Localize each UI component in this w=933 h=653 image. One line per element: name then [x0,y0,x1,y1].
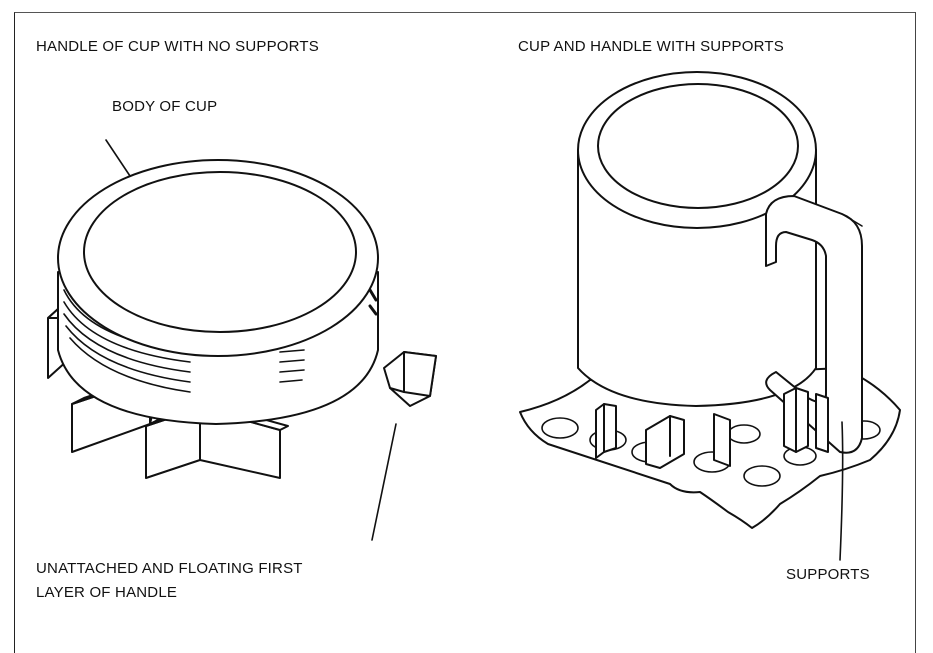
supports-leader [839,421,844,561]
floating-handle-layer [383,351,437,407]
left-cup-drawing [47,139,437,541]
left-panel-title: HANDLE OF CUP WITH NO SUPPORTS [36,38,319,55]
handle-side-edge [841,213,863,227]
support-fins [595,387,829,469]
body-of-cup-leader [105,139,131,177]
left-cup-layer-stripes [63,288,378,393]
figure-frame [14,12,916,653]
floating-layer-leader [371,423,397,541]
right-cup-outer-rim [577,71,817,229]
body-of-cup-label: BODY OF CUP [112,98,218,115]
floating-layer-label-line2: LAYER OF HANDLE [36,584,178,601]
right-cup-drawing [519,71,901,561]
floating-layer-label-line1: UNATTACHED AND FLOATING FIRST [36,560,303,577]
supports-label: SUPPORTS [786,566,870,583]
right-panel-title: CUP AND HANDLE WITH SUPPORTS [518,38,784,55]
right-cup-inner-rim [597,83,799,209]
left-cup-inner-rim [83,171,357,333]
left-cup-outer-rim [57,159,379,357]
